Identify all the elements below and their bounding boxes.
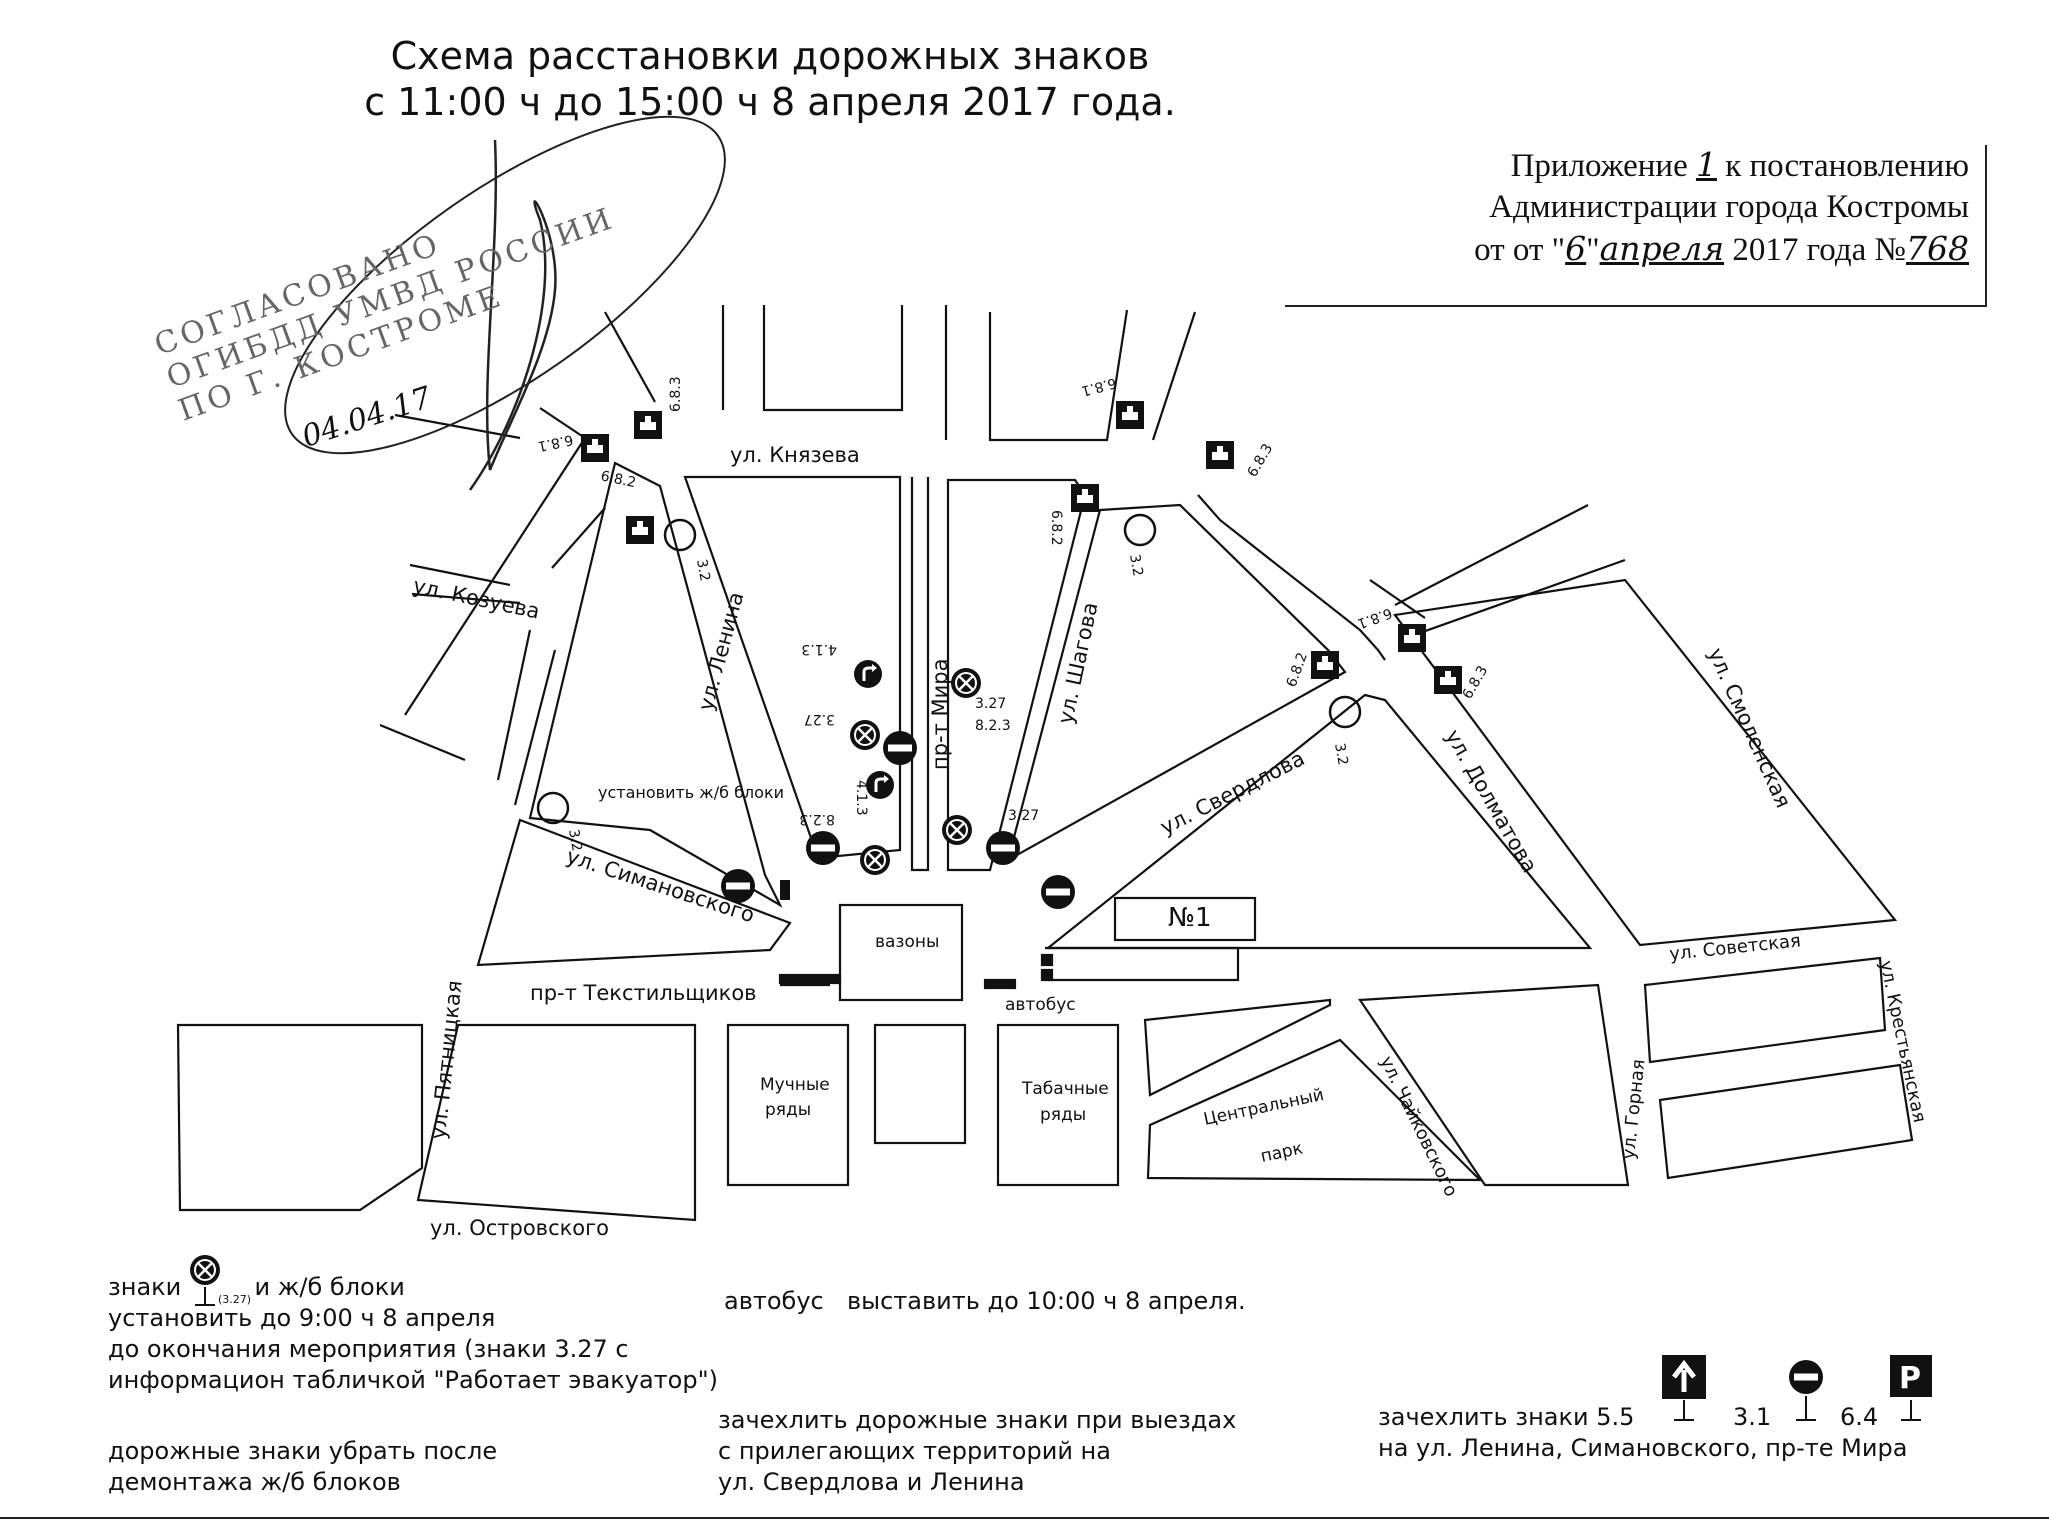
no-entry-sign-icon <box>806 831 840 865</box>
street-label: ул. Островского <box>430 1216 609 1240</box>
appendix-block <box>1285 145 1987 307</box>
legend-icons: P <box>188 1253 1932 1421</box>
svg-text:3.2: 3.2 <box>1126 553 1146 578</box>
page-border <box>0 1517 2049 1519</box>
place-label: парк <box>1259 1138 1305 1166</box>
sign-683-icon <box>634 411 662 439</box>
sign-32-icon <box>536 791 570 825</box>
place-label: установить ж/б блоки <box>598 783 784 802</box>
note-code: 3.1 <box>1733 1403 1772 1431</box>
sign-681-icon <box>1116 401 1144 429</box>
sign-681-icon <box>581 434 609 462</box>
place-label: ряды <box>1040 1105 1086 1125</box>
svg-text:3.2: 3.2 <box>565 828 585 853</box>
note-code: (3.27) <box>218 1293 252 1306</box>
sign-683-icon <box>1434 666 1462 694</box>
sign-682-icon <box>626 516 654 544</box>
note-bus: автобус выставить до 10:00 ч 8 апреля. <box>724 1287 1246 1315</box>
svg-text:6.8.1: 6.8.1 <box>1355 604 1394 631</box>
no-entry-sign-icon <box>1041 875 1075 909</box>
note-line: установить до 9:00 ч 8 апреля <box>108 1304 496 1332</box>
place-label: Мучные <box>760 1075 830 1095</box>
concrete-blocks <box>780 880 836 984</box>
map-title-line1: Схема расстановки дорожных знаков <box>390 34 1150 78</box>
no-stopping-sign-icon <box>940 813 974 847</box>
sign-683-icon <box>1206 441 1234 469</box>
svg-text:3.27: 3.27 <box>975 696 1006 712</box>
no-stopping-sign-icon <box>949 666 983 700</box>
place-label: Центральный <box>1202 1085 1326 1130</box>
street-label: ул. Горная <box>1618 1058 1649 1160</box>
street-labels: ул. Князева ул. Козуева ул. Ленина пр-т … <box>411 443 1930 1240</box>
svg-text:6.8.3: 6.8.3 <box>1460 663 1492 702</box>
svg-text:8.2.3: 8.2.3 <box>975 718 1011 734</box>
note-line: с прилегающих территорий на <box>718 1437 1111 1465</box>
note-code: 6.4 <box>1840 1403 1879 1431</box>
street-label: ул. Смоленская <box>1703 644 1795 811</box>
svg-text:P: P <box>1899 1361 1921 1396</box>
svg-text:4.1.3: 4.1.3 <box>853 780 869 816</box>
svg-text:3.27: 3.27 <box>1008 808 1039 824</box>
note-line: дорожные знаки убрать после <box>108 1437 498 1465</box>
svg-text:4.1.3: 4.1.3 <box>801 641 837 657</box>
no-entry-sign-icon <box>986 831 1020 865</box>
street-label: ул. Козуева <box>411 573 542 623</box>
place-label: вазоны <box>875 932 939 952</box>
place-label: ряды <box>765 1100 811 1120</box>
map-title-line2: с 11:00 ч до 15:00 ч 8 апреля 2017 года. <box>364 80 1176 124</box>
street-label: ул. Долматова <box>1441 726 1542 877</box>
note-line: информацион табличкой "Работает эвакуато… <box>108 1366 718 1394</box>
svg-text:6.8.1: 6.8.1 <box>1080 374 1119 399</box>
svg-text:6.8.3: 6.8.3 <box>1245 441 1277 480</box>
note-line: демонтажа ж/б блоков <box>108 1468 401 1496</box>
street-label: ул. Свердлова <box>1156 746 1308 839</box>
no-stopping-sign-icon <box>858 843 892 877</box>
svg-text:6.8.2: 6.8.2 <box>1284 650 1311 689</box>
street-label: ул. Ленина <box>694 589 749 713</box>
street-label: ул. Чайковского <box>1376 1053 1462 1200</box>
place-label: Табачные <box>1021 1079 1109 1099</box>
sign-682-icon <box>1311 651 1339 679</box>
note-line: зачехлить дорожные знаки при выездах <box>718 1406 1237 1434</box>
no-entry-sign-icon <box>883 731 917 765</box>
svg-text:3.2: 3.2 <box>1331 742 1351 767</box>
sign-682-icon <box>1071 484 1099 512</box>
place-label: автобус <box>1005 995 1076 1015</box>
street-label: ул. Князева <box>730 443 860 467</box>
svg-text:8.2.3: 8.2.3 <box>799 811 835 827</box>
sign-681-icon <box>1398 624 1426 652</box>
no-stopping-sign-icon <box>848 718 882 752</box>
note-line: до окончания мероприятия (знаки 3.27 с <box>108 1335 629 1363</box>
street-label: ул. Пятницкая <box>426 979 467 1140</box>
note-line: на ул. Ленина, Симановского, пр-те Мира <box>1378 1434 1908 1462</box>
legend-parking-icon <box>1890 1355 1932 1397</box>
street-label: ул. Крестьянская <box>1875 959 1930 1125</box>
appendix-line2: Администрации города Костромы <box>1489 189 1969 225</box>
legend-no-entry-icon <box>1789 1360 1823 1394</box>
svg-text:3.2: 3.2 <box>693 558 713 583</box>
svg-text:6.8.3: 6.8.3 <box>668 376 684 412</box>
note-blocks: знаки и ж/б блоки <box>108 1273 405 1301</box>
note-cover-signs: зачехлить знаки 5.5 <box>1378 1403 1635 1431</box>
street-blocks <box>176 305 1914 1222</box>
svg-text:3.27: 3.27 <box>804 711 835 727</box>
place-label: №1 <box>1168 903 1212 933</box>
turn-sign-icon <box>852 658 884 690</box>
appendix-line1: Приложение 1 к постановлению <box>1510 145 1969 184</box>
note-line: ул. Свердлова и Ленина <box>718 1468 1025 1496</box>
appendix-line3: от от "6"апреля 2017 года №768 <box>1474 229 1969 268</box>
svg-text:6.8.2: 6.8.2 <box>599 468 637 491</box>
sign-32-icon <box>1123 513 1157 547</box>
sign-code-labels: 6.8.3 6.8.1 6.8.2 6.8.1 6.8.3 6.8.2 6.8.… <box>536 374 1491 852</box>
approval-stamp <box>284 115 726 491</box>
svg-text:6.8.1: 6.8.1 <box>536 431 574 454</box>
street-label: пр-т Текстильщиков <box>530 981 757 1005</box>
street-label: пр-т Мира <box>928 658 952 770</box>
sign-32-icon <box>663 518 697 552</box>
svg-text:6.8.2: 6.8.2 <box>1048 510 1064 546</box>
turn-sign-icon <box>864 769 896 801</box>
